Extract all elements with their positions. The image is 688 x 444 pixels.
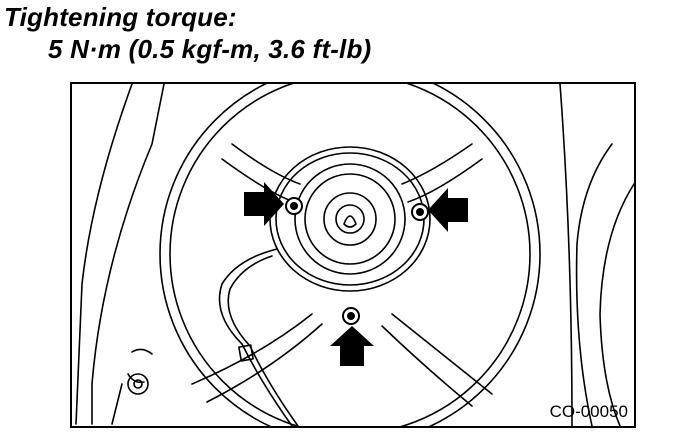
shroud-outline — [91, 84, 165, 425]
bolt-icon-right[interactable] — [411, 203, 429, 221]
fan-ring-inner — [169, 84, 531, 426]
fan-motor-drawing — [75, 84, 634, 426]
spoke-lower-left — [191, 313, 323, 403]
figure-reference-code: CO-00050 — [549, 402, 628, 421]
wire-harness — [218, 248, 293, 426]
arrow-icon-bottom — [330, 326, 374, 366]
arrow-icon-left — [244, 182, 284, 226]
fan-ring-outer — [159, 84, 541, 426]
spoke-lower-right — [381, 313, 493, 407]
torque-value: 5 N·m (0.5 kgf-m, 3.6 ft-lb) — [48, 34, 372, 64]
arrow-icon-right — [428, 188, 468, 232]
motor-bracket — [269, 146, 431, 292]
torque-title: Tightening torque: — [4, 2, 237, 32]
fan-motor-diagram: CO-00050 — [70, 82, 636, 428]
motor-housing — [294, 163, 406, 275]
bolt-icon-bottom[interactable] — [342, 307, 360, 325]
bolt-icon-left[interactable] — [285, 197, 303, 215]
spoke-upper-right — [401, 143, 483, 203]
